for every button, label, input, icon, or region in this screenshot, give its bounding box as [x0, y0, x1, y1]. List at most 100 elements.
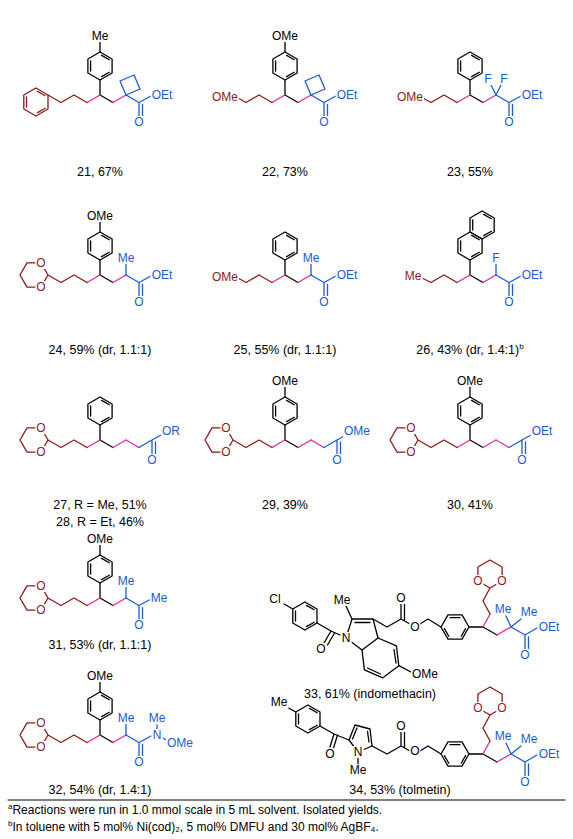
compound-label: 33, 61% (indomethacin) [303, 688, 437, 701]
atom-label: O [395, 592, 406, 604]
atom-label: OEt [336, 89, 359, 101]
atom-label: Me [494, 603, 513, 615]
atom-label: O [519, 649, 530, 661]
atom-label: O [35, 281, 46, 293]
atom-label: N [341, 632, 352, 644]
atom-label: O [405, 446, 416, 458]
atom-label: OMe [166, 737, 194, 749]
atom-label: O [133, 756, 144, 768]
footnote: aReactions were run in 1.0 mmol scale in… [8, 803, 382, 817]
atom-label: O [519, 776, 530, 788]
atom-label: OMe [343, 425, 371, 437]
compound-31 [20, 545, 151, 619]
atom-label: O [409, 745, 420, 757]
atom-label: OMe [271, 375, 299, 387]
atom-label: OMe [411, 668, 439, 680]
atom-label: Me [117, 252, 136, 264]
atom-label: Me [349, 764, 368, 776]
atom-label: O [405, 422, 416, 434]
atom-label: O [35, 422, 46, 434]
atom-label: O [318, 296, 329, 308]
atom-label: N [353, 746, 364, 758]
atom-label: OMe [86, 533, 114, 545]
atom-label: O [35, 580, 46, 592]
compound-22 [238, 42, 336, 116]
compound-label: 21, 67% [76, 166, 124, 179]
atom-label: OEt [151, 269, 174, 281]
atom-label: O [220, 446, 231, 458]
atom-label: Me [302, 252, 321, 264]
atom-label: Me [494, 730, 513, 742]
footnote-mark: b [8, 819, 12, 828]
atom-label: O [35, 717, 46, 729]
atom-label: OEt [521, 89, 544, 101]
compound-label: 30, 41% [446, 499, 494, 512]
compound-25 [238, 232, 336, 296]
compound-29 [205, 387, 346, 454]
footnote-rule [8, 800, 565, 801]
compound-24 [20, 222, 151, 296]
atom-label: Me [404, 270, 423, 282]
atom-label: Me [520, 606, 539, 618]
atom-label: OEt [538, 748, 561, 760]
atom-label: Me [270, 696, 289, 708]
atom-label: Me [117, 575, 136, 587]
atom-label: O [35, 446, 46, 458]
compound-label: 34, 53% (tolmetin) [348, 784, 451, 797]
atom-label: O [516, 454, 527, 466]
atom-label: Me [117, 712, 136, 724]
compound-30 [390, 387, 531, 454]
atom-label: O [496, 575, 507, 587]
atom-label: O [133, 619, 144, 631]
compound-34 [287, 687, 537, 776]
atom-label: O [324, 748, 335, 760]
atom-label: O [409, 621, 420, 633]
atom-label: O [35, 741, 46, 753]
atom-label: OMe [211, 91, 239, 103]
atom-label: O [133, 116, 144, 128]
footnote-mark: b [519, 342, 523, 351]
atom-label: OEt [336, 269, 359, 281]
compound-21 [24, 42, 151, 116]
atom-label: F [491, 252, 500, 264]
atom-label: Me [333, 594, 352, 606]
atom-label: OR [161, 425, 181, 437]
atom-label: OMe [211, 271, 239, 283]
footnote-mark: a [8, 802, 12, 811]
compound-label: 31, 53% (dr, 1.1:1) [48, 639, 153, 652]
compound-label: 29, 39% [261, 499, 309, 512]
atom-label: F [483, 73, 492, 85]
atom-label: O [315, 643, 326, 655]
label-text: In toluene with 5 mol% Ni(cod)₂, 5 mol% … [12, 820, 378, 834]
compound-label: 22, 73% [261, 166, 309, 179]
atom-label: O [146, 454, 157, 466]
compound-26 [422, 211, 521, 296]
atom-label: O [472, 575, 483, 587]
atom-label: F [499, 73, 508, 85]
atom-label: OEt [521, 269, 544, 281]
label-text: Reactions were run in 1.0 mmol scale in … [12, 803, 382, 817]
atom-label: OEt [151, 89, 174, 101]
atom-label: OMe [396, 91, 424, 103]
label-text: 26, 43% (dr, 1.4:1) [416, 343, 519, 357]
compound-32 [20, 682, 168, 756]
atom-label: Me [150, 592, 169, 604]
atom-label: OMe [271, 30, 299, 42]
atom-label: Me [91, 30, 110, 42]
compound-label: 32, 54% (dr, 1.4:1) [48, 784, 153, 797]
atom-label: O [503, 116, 514, 128]
atom-label: O [133, 296, 144, 308]
atom-label: O [318, 116, 329, 128]
compound-label: 28, R = Et, 46% [55, 516, 145, 529]
atom-label: O [496, 702, 507, 714]
atom-label: O [503, 296, 514, 308]
atom-label: Me [520, 733, 539, 745]
atom-label: O [472, 702, 483, 714]
atom-label: Cl [268, 593, 281, 605]
compound-label: 27, R = Me, 51% [52, 499, 147, 512]
atom-label: OMe [456, 375, 484, 387]
atom-label: OMe [86, 670, 114, 682]
atom-label: OMe [86, 210, 114, 222]
compound-label: 26, 43% (dr, 1.4:1)b [416, 343, 523, 358]
